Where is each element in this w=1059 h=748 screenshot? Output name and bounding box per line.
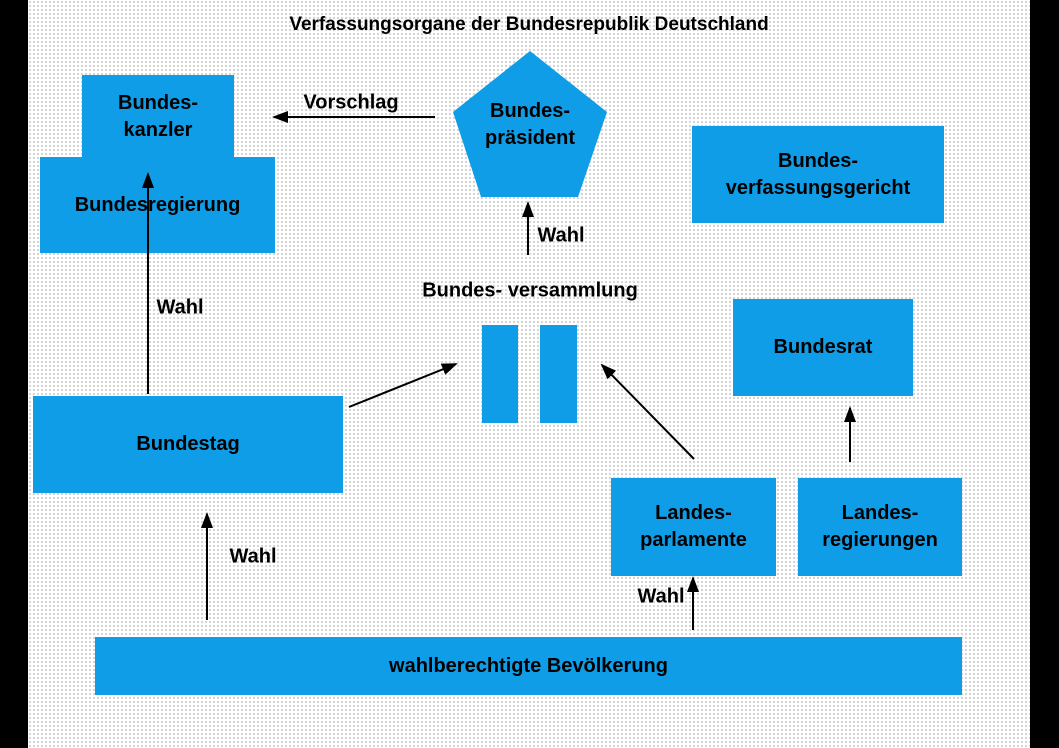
node-landesregierungen-line1: Landes-	[841, 502, 919, 524]
edge-label-wahl-regierung: Wahl	[156, 296, 204, 319]
node-bundesverfassungsgericht-line1: Bundes-	[778, 149, 858, 172]
edge-label-wahl-landesparlamente: Wahl	[637, 585, 685, 608]
arrow-landesparlamente-to-versammlung	[600, 363, 695, 460]
node-bundesregierung: Bundesregierung	[40, 157, 275, 253]
node-landesregierungen: Landes- regierungen	[798, 478, 962, 576]
node-bundesversammlung-line2: versammlung	[507, 279, 638, 302]
node-bundeskanzler-line2: kanzler	[123, 119, 193, 141]
node-bundesversammlung-line1: Bundes-	[422, 279, 503, 302]
node-bundesversammlung-bar-right	[540, 325, 577, 423]
node-bevoelkerung-label: wahlberechtigte Bevölkerung	[389, 654, 668, 677]
node-bundeskanzler-line1: Bundes-	[118, 92, 198, 114]
node-landesregierungen-line2: regierungen	[822, 529, 938, 551]
node-bundespraesident: Bundes- präsident	[453, 51, 607, 197]
diagram-title: Verfassungsorgane der Bundesrepublik Deu…	[289, 14, 769, 35]
edge-label-wahl-bundestag: Wahl	[229, 545, 277, 568]
left-black-border	[0, 0, 28, 748]
node-bundesrat-label: Bundesrat	[773, 336, 873, 358]
node-landesparlamente-line1: Landes-	[655, 502, 732, 524]
right-black-border	[1030, 0, 1059, 748]
node-bundespraesident-line1: Bundes-	[490, 100, 570, 122]
node-bundesversammlung-bar-left	[482, 325, 518, 423]
arrow-bundestag-to-versammlung	[348, 363, 458, 408]
node-bundesregierung-label: Bundesregierung	[74, 193, 241, 216]
node-bundesverfassungsgericht-line2: verfassungsgericht	[725, 176, 911, 199]
node-landesparlamente: Landes- parlamente	[611, 478, 776, 576]
node-bundespraesident-line2: präsident	[484, 127, 576, 149]
edge-label-vorschlag: Vorschlag	[303, 91, 399, 114]
node-landesparlamente-line2: parlamente	[640, 529, 747, 551]
node-bundesversammlung-label: Bundes- versammlung	[422, 278, 638, 305]
edge-label-wahl-praesident: Wahl	[537, 224, 585, 247]
node-bundesrat: Bundesrat	[733, 299, 913, 396]
node-bundestag-label: Bundestag	[136, 433, 240, 455]
node-bundeskanzler: Bundes- kanzler	[82, 75, 234, 159]
node-bundestag: Bundestag	[33, 396, 343, 493]
node-bundesverfassungsgericht: Bundes- verfassungsgericht	[692, 126, 944, 223]
node-bevoelkerung: wahlberechtigte Bevölkerung	[95, 637, 962, 695]
